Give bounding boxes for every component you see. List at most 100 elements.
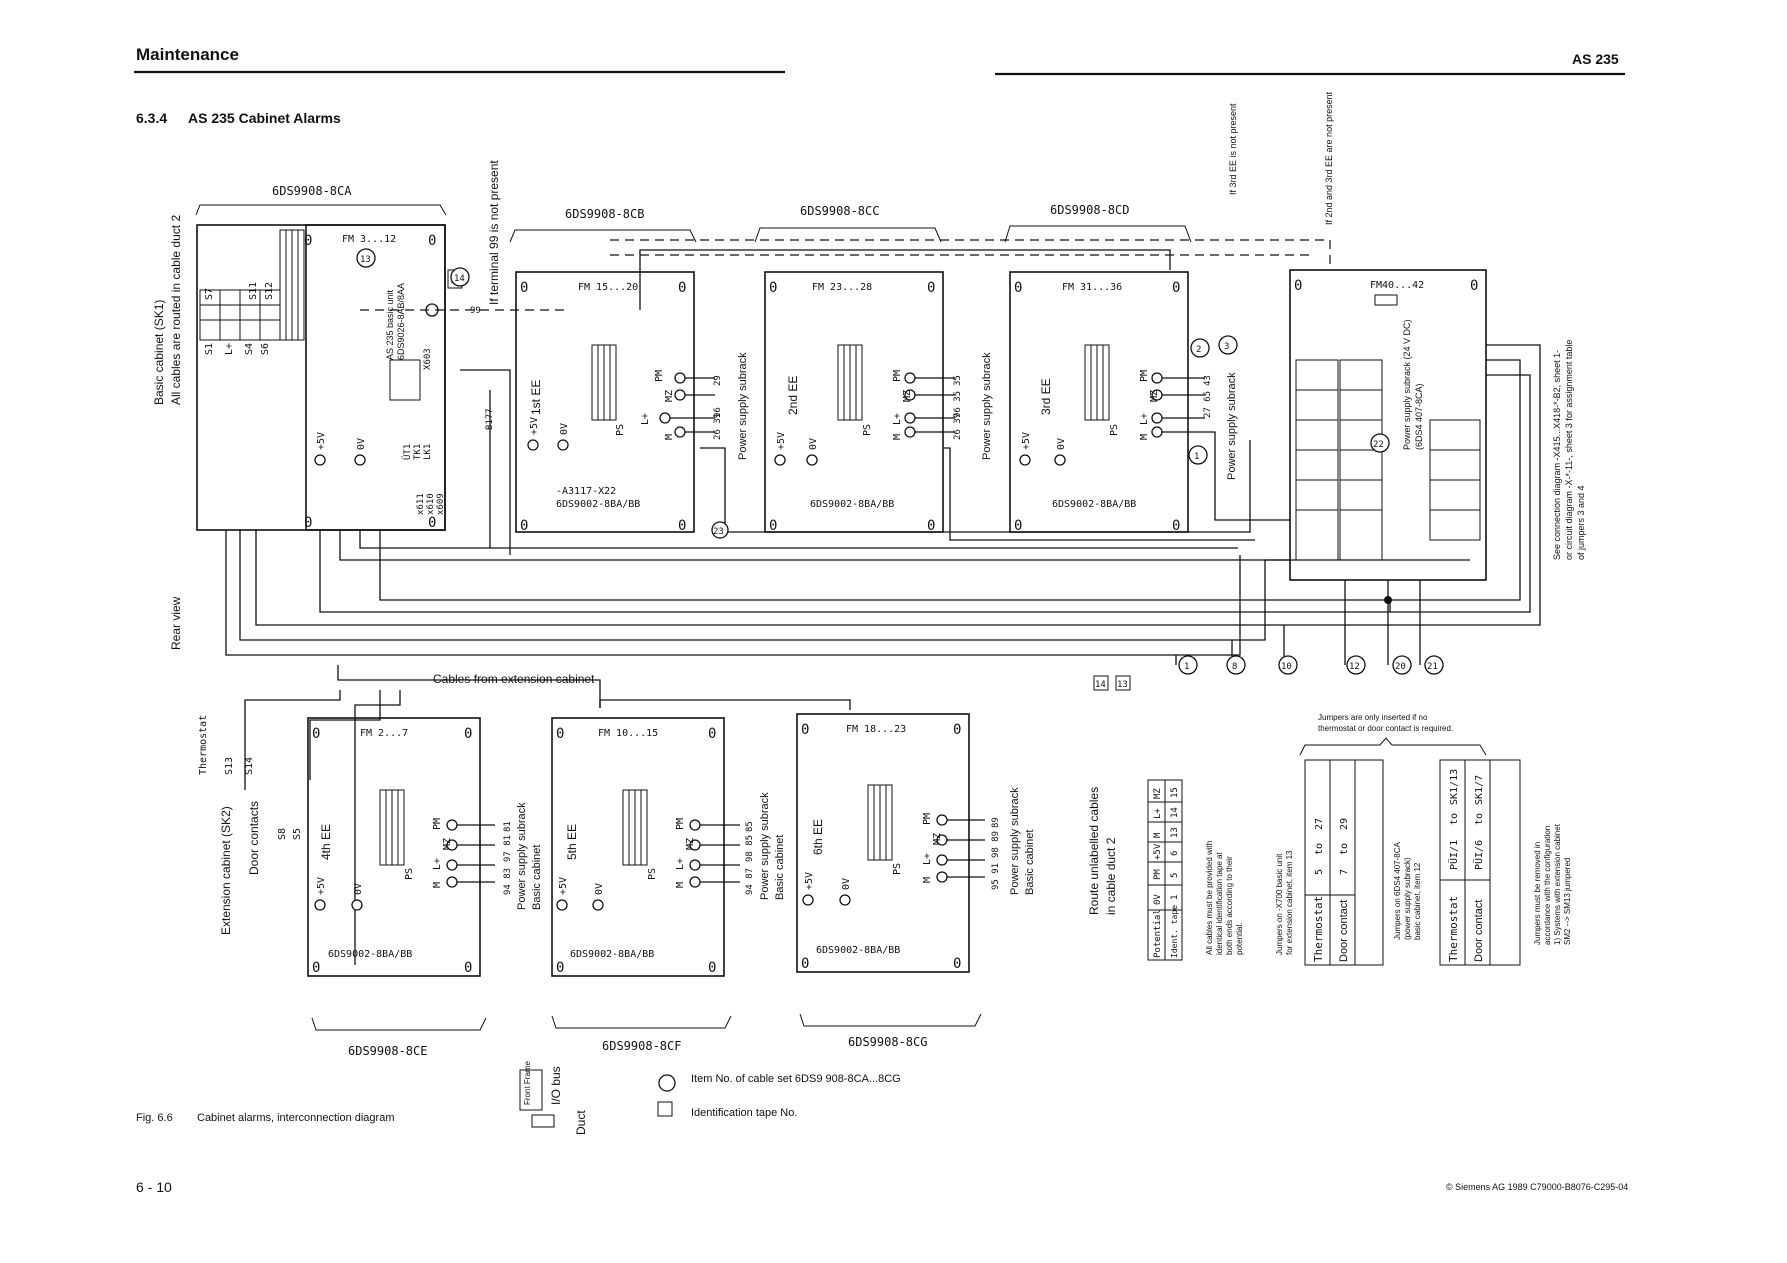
svg-text:MZ: MZ — [1149, 390, 1160, 402]
svg-text:0V: 0V — [1056, 438, 1067, 450]
svg-text:M: M — [664, 434, 675, 440]
svg-text:20: 20 — [1395, 662, 1406, 672]
svg-text:SM2 --> SM13 jumpered: SM2 --> SM13 jumpered — [1563, 858, 1572, 945]
svg-text:0: 0 — [801, 722, 809, 738]
svg-text:8: 8 — [1232, 662, 1237, 672]
cable-set-cc: 6DS9908-8CC — [800, 204, 879, 218]
svg-text:to: to — [1314, 843, 1325, 855]
svg-text:Basic cabinet: Basic cabinet — [774, 835, 786, 900]
svg-text:PM: PM — [1139, 370, 1150, 382]
terminal99-note: If terminal 99 is not present — [487, 160, 501, 305]
svg-text:0: 0 — [1014, 280, 1022, 296]
svg-text:1: 1 — [1194, 452, 1199, 462]
svg-text:1) Systems with extension cabi: 1) Systems with extension cabinet — [1553, 823, 1562, 945]
svg-text:PS: PS — [892, 863, 903, 875]
svg-text:PM: PM — [654, 370, 665, 382]
cables-ext-label: Cables from extension cabinet — [433, 672, 595, 686]
page-number: 6 - 10 — [136, 1179, 172, 1195]
svg-text:2nd EE: 2nd EE — [786, 376, 800, 415]
svg-text:+5V: +5V — [1021, 432, 1032, 450]
cables-routed-label: All cables are routed in cable duct 2 — [169, 215, 183, 405]
svg-text:12: 12 — [1349, 662, 1360, 672]
svg-text:96 35: 96 35 — [953, 391, 963, 418]
cable-set-ca: 6DS9908-8CA — [272, 184, 352, 198]
svg-text:M: M — [675, 882, 686, 888]
if2nd3rd-note: If 2nd and 3rd EE are not present — [1324, 91, 1334, 225]
svg-text:FM 10...15: FM 10...15 — [598, 728, 658, 739]
svg-text:Power supply subrack: Power supply subrack — [1009, 787, 1021, 895]
svg-text:Power supply subrack: Power supply subrack — [737, 352, 749, 460]
svg-text:M: M — [432, 882, 443, 888]
svg-text:L+: L+ — [224, 343, 235, 355]
if3rd-note: If 3rd EE is not present — [1228, 103, 1238, 195]
svg-text:Jumpers must be removed in: Jumpers must be removed in — [1533, 842, 1542, 945]
svg-text:-A3117-X22: -A3117-X22 — [556, 486, 616, 497]
svg-text:to: to — [1339, 843, 1350, 855]
svg-text:L+: L+ — [1139, 413, 1150, 425]
svg-text:potential.: potential. — [1235, 923, 1244, 955]
svg-text:0: 0 — [1172, 518, 1180, 534]
svg-text:94 83: 94 83 — [503, 868, 513, 895]
svg-text:6: 6 — [1170, 851, 1180, 856]
svg-text:identical identification tape: identical identification tape at — [1215, 851, 1224, 955]
svg-text:27 65: 27 65 — [1203, 391, 1213, 418]
svg-text:21: 21 — [1427, 662, 1438, 672]
svg-text:SK1/13: SK1/13 — [1449, 769, 1460, 805]
svg-text:0: 0 — [556, 726, 564, 742]
svg-text:35: 35 — [953, 375, 963, 386]
svg-text:Thermostat: Thermostat — [1312, 896, 1325, 962]
svg-text:6DS9002-8BA/BB: 6DS9002-8BA/BB — [328, 949, 412, 960]
svg-text:98 89: 98 89 — [991, 831, 1001, 858]
svg-text:0: 0 — [708, 960, 716, 976]
svg-text:96: 96 — [713, 407, 723, 418]
svg-text:Power supply subrack: Power supply subrack — [759, 792, 771, 900]
svg-text:5th EE: 5th EE — [565, 824, 579, 860]
svg-text:99: 99 — [470, 306, 481, 316]
basic-cabinet-label: Basic cabinet (SK1) — [152, 300, 166, 405]
svg-text:basic cabinet, item 12: basic cabinet, item 12 — [1413, 862, 1422, 940]
svg-text:0: 0 — [708, 726, 716, 742]
svg-text:Basic cabinet: Basic cabinet — [531, 845, 543, 910]
svg-text:7: 7 — [1339, 869, 1350, 875]
svg-text:+5V: +5V — [529, 417, 540, 435]
cable-set-ce: 6DS9908-8CE — [348, 1044, 427, 1058]
svg-text:x609: x609 — [436, 493, 446, 515]
svg-text:0: 0 — [304, 515, 312, 531]
title-number: 6.3.4 — [136, 110, 167, 126]
svg-text:95 91: 95 91 — [991, 863, 1001, 890]
svg-text:10: 10 — [1281, 662, 1292, 672]
svg-text:6DS9002-8BA/BB: 6DS9002-8BA/BB — [556, 499, 640, 510]
title-text: AS 235 Cabinet Alarms — [188, 110, 341, 126]
svg-text:0V: 0V — [356, 438, 367, 450]
svg-text:0V: 0V — [808, 438, 819, 450]
svg-text:Thermostat: Thermostat — [1447, 896, 1460, 962]
svg-text:29: 29 — [713, 375, 723, 386]
svg-text:S1: S1 — [204, 343, 215, 355]
svg-text:27: 27 — [1314, 818, 1325, 830]
svg-text:MZ: MZ — [1153, 788, 1163, 799]
svg-text:for extension cabinet, item 13: for extension cabinet, item 13 — [1285, 850, 1294, 955]
svg-text:23: 23 — [713, 527, 724, 537]
thermostat-label: Thermostat — [198, 715, 209, 775]
cable-set-cb: 6DS9908-8CB — [565, 207, 644, 221]
svg-text:5: 5 — [1314, 869, 1325, 875]
svg-text:+5V: +5V — [776, 432, 787, 450]
svg-text:5: 5 — [1170, 873, 1180, 878]
svg-text:PÜI/6: PÜI/6 — [1472, 840, 1485, 870]
svg-text:PM: PM — [675, 818, 686, 830]
item-circles: 1 8 10 12 20 21 — [1178, 655, 1444, 675]
svg-text:0: 0 — [428, 515, 436, 531]
svg-text:1: 1 — [1184, 662, 1189, 672]
svg-text:PM: PM — [432, 818, 443, 830]
svg-text:thermostat or door contact is: thermostat or door contact is required. — [1318, 724, 1453, 733]
svg-text:FM 31...36: FM 31...36 — [1062, 282, 1122, 293]
svg-text:Item No. of cable set 6DS9 908: Item No. of cable set 6DS9 908-8CA...8CG — [691, 1073, 901, 1085]
svg-text:0: 0 — [1172, 280, 1180, 296]
svg-text:97 81: 97 81 — [503, 835, 513, 862]
svg-text:MZ: MZ — [685, 838, 696, 850]
fig-caption: Cabinet alarms, interconnection diagram — [197, 1112, 395, 1124]
svg-text:22: 22 — [1373, 440, 1384, 450]
